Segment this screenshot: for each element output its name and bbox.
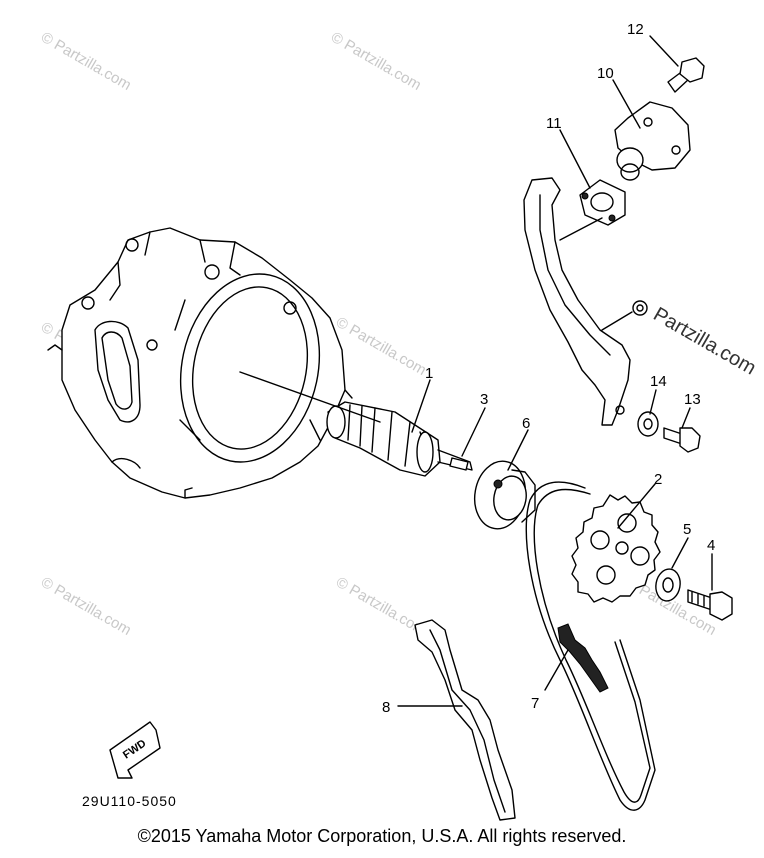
callout-10: 10 [597,65,614,82]
washer [655,568,681,602]
chain-guide-lower [414,619,516,821]
fwd-arrow: FWD [109,721,161,779]
watermark: © Partzilla.com [38,574,134,639]
callout-2: 2 [654,471,662,488]
callouts: 1 2 3 4 5 6 7 8 10 11 12 13 14 [382,21,715,716]
callout-11: 11 [546,115,562,132]
chain-tensioner [614,101,691,181]
guide-bolt [663,427,701,453]
callout-3: 3 [480,391,488,408]
callout-4: 4 [707,537,715,554]
dowel-pin [449,457,469,471]
callout-5: 5 [683,521,691,538]
tensioner-bolt [667,57,705,93]
callout-7: 7 [531,695,539,712]
callout-8: 8 [382,699,390,716]
watermark: © Partzilla.com [333,314,429,379]
watermark: © Partzilla.com [333,574,429,639]
leader-lines [239,35,713,707]
callout-13: 13 [684,391,701,408]
callout-12: 12 [627,21,644,38]
watermark: © Partzilla.com [328,29,424,94]
cam-sprocket [571,494,661,603]
callout-6: 6 [522,415,530,432]
diagram-part-code: 29U110-5050 [82,793,177,809]
callout-1: 1 [425,365,433,382]
guide-washer [637,411,659,437]
watermark-brand: Partzilla.com [650,303,760,379]
chain-guide-upper [523,177,648,426]
cam-chain [525,481,656,811]
cam-sprocket-bolt [687,589,733,621]
decomp-collar [473,460,536,530]
copyright-notice: ©2015 Yamaha Motor Corporation, U.S.A. A… [137,826,627,846]
callout-14: 14 [650,373,667,390]
watermark: © Partzilla.com [38,29,134,94]
tensioner-gasket [579,179,626,226]
cylinder-head [47,227,353,499]
